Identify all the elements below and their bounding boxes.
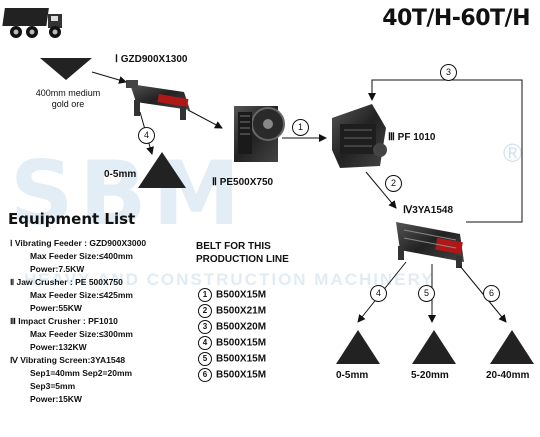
- belt-heading-line-2: PRODUCTION LINE: [196, 254, 289, 265]
- flow-number-2: 2: [385, 175, 402, 192]
- belt-number: 1: [198, 288, 212, 302]
- output-size-feeder: 0-5mm: [104, 169, 137, 180]
- equipment-line: Max Feeder Size:≤300mm: [30, 329, 133, 339]
- flow-number-4: 4: [370, 285, 387, 302]
- vibrating-screen-model-label: Ⅳ3YA1548: [403, 205, 454, 216]
- capacity-title: 40T/H-60T/H: [382, 6, 530, 31]
- flow-number-5: 5: [418, 285, 435, 302]
- belt-spec: B500X21M: [216, 305, 267, 317]
- equipment-line: Max Feeder Size:≤400mm: [30, 251, 133, 261]
- output-size-4: 0-5mm: [336, 370, 369, 381]
- belt-list-heading: BELT FOR THIS PRODUCTION LINE: [196, 240, 289, 266]
- belt-row: 1 B500X15M: [198, 288, 266, 302]
- feed-material-label: 400mm medium gold ore: [35, 88, 101, 109]
- flow-number-1: 1: [292, 119, 309, 136]
- belt-row: 4 B500X15M: [198, 336, 266, 350]
- equipment-line: Power:15KW: [30, 394, 82, 404]
- equipment-list-title: Equipment List: [8, 210, 136, 228]
- belt-spec: B500X15M: [216, 369, 267, 381]
- jaw-crusher-model-label: Ⅱ PE500X750: [212, 177, 274, 188]
- registered-mark: ®: [503, 138, 523, 168]
- vibrating-screen-drawing: [396, 222, 464, 268]
- output-pile-4-icon: [336, 330, 380, 364]
- equipment-line: Ⅰ Vibrating Feeder : GZD900X3000: [10, 238, 147, 248]
- belt-row: 3 B500X20M: [198, 320, 266, 334]
- belt-heading-line-1: BELT FOR THIS: [196, 241, 271, 252]
- belt-number: 6: [198, 368, 212, 382]
- equipment-line: Power:7.5KW: [30, 264, 85, 274]
- belt-number: 5: [198, 352, 212, 366]
- output-pile-6-icon: [490, 330, 534, 364]
- flow-number-4-feeder: 4: [138, 127, 155, 144]
- belt-row: 2 B500X21M: [198, 304, 266, 318]
- belt-number: 2: [198, 304, 212, 318]
- vibrating-feeder-drawing: [126, 80, 190, 120]
- belt-spec: B500X20M: [216, 321, 267, 333]
- dump-truck-icon: [2, 8, 62, 38]
- equipment-line: Ⅱ Jaw Crusher : PE 500X750: [10, 277, 123, 287]
- output-size-6: 20-40mm: [486, 370, 530, 381]
- belt-spec: B500X15M: [216, 353, 267, 365]
- output-pile-5-icon: [412, 330, 456, 364]
- output-size-5: 5-20mm: [411, 370, 449, 381]
- belt-spec: B500X15M: [216, 337, 267, 349]
- feeder-model-label: Ⅰ GZD900X1300: [115, 54, 188, 65]
- belt-number: 4: [198, 336, 212, 350]
- equipment-line: Sep1=40mm Sep2=20mm: [30, 368, 133, 378]
- impact-crusher-model-label: Ⅲ PF 1010: [388, 132, 436, 143]
- equipment-line: Power:132KW: [30, 342, 87, 352]
- equipment-line: Power:55KW: [30, 303, 82, 313]
- equipment-line: Sep3=5mm: [30, 381, 76, 391]
- output-pile-feeder-icon: [138, 152, 186, 188]
- belt-spec: B500X15M: [216, 289, 267, 301]
- brand-watermark-subtitle: HEAVY AND CONSTRUCTION MACHINERY: [24, 270, 435, 289]
- flow-number-3: 3: [440, 64, 457, 81]
- brand-watermark: SBM: [10, 142, 247, 245]
- belt-row: 6 B500X15M: [198, 368, 266, 382]
- belt-number: 3: [198, 320, 212, 334]
- feed-hopper-icon: [40, 58, 92, 80]
- equipment-line: Ⅳ Vibrating Screen:3YA1548: [10, 355, 126, 365]
- equipment-line: Max Feeder Size:≤425mm: [30, 290, 133, 300]
- flow-number-6: 6: [483, 285, 500, 302]
- jaw-crusher-drawing: [234, 106, 285, 162]
- belt-row: 5 B500X15M: [198, 352, 266, 366]
- impact-crusher-drawing: [332, 104, 387, 168]
- equipment-line: Ⅲ Impact Crusher : PF1010: [10, 316, 118, 326]
